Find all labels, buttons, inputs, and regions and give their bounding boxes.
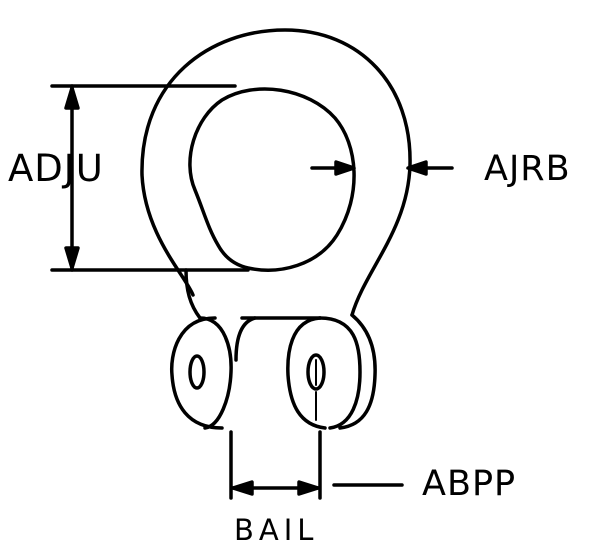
left-lug-face: [198, 316, 233, 430]
right-lug-outline: [286, 316, 327, 430]
left-pin-hole: [188, 354, 206, 390]
right-lug-tail: [338, 313, 377, 430]
left-lug-outline: [169, 316, 224, 430]
right-pin-hole: [306, 353, 326, 391]
adju-arrow-bottom: [64, 246, 80, 270]
bow-outer-outline: [140, 28, 412, 317]
right-lug-back: [318, 316, 362, 430]
ajrb-right-arrow: [406, 160, 428, 176]
bow-shadow-line: [184, 268, 202, 320]
bail-arrow-right: [297, 480, 320, 496]
bow-inner-outline: [188, 87, 356, 272]
bail-label: BAIL: [234, 513, 319, 547]
abpp-label: ABPP: [422, 464, 517, 504]
ajrb-label: AJRB: [484, 149, 571, 189]
ajrb-left-arrow: [334, 160, 356, 176]
adju-label: ADJU: [8, 147, 104, 190]
bail-arrow-left: [231, 480, 254, 496]
adju-arrow-top: [64, 86, 80, 110]
jaw-left-curve: [234, 316, 257, 362]
